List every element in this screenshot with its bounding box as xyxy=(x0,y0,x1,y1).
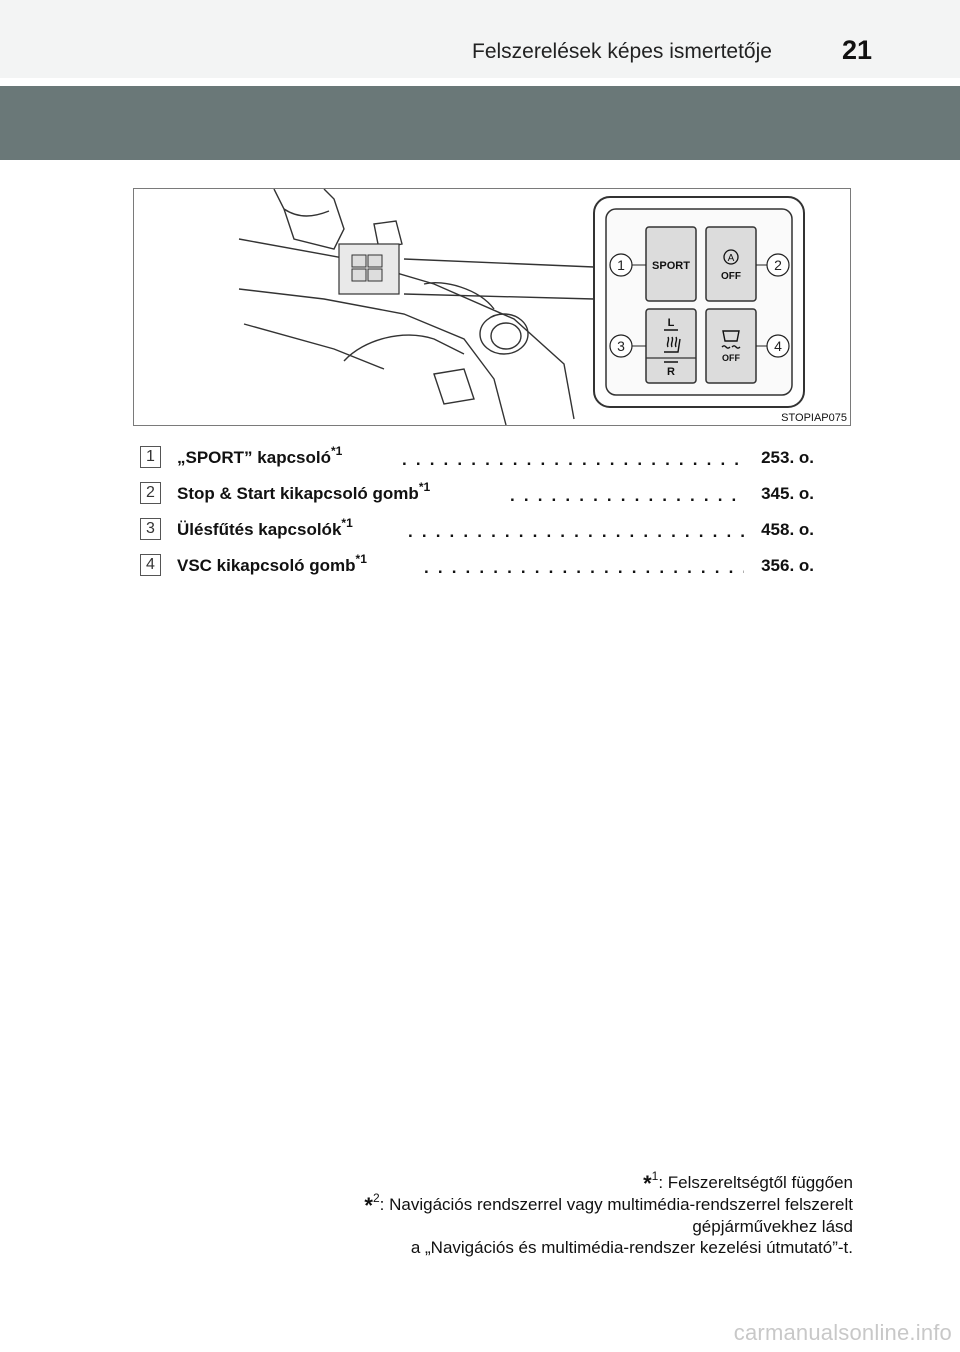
item-label[interactable]: Stop & Start kikapcsoló gomb*1 xyxy=(177,480,431,503)
vsc-slip-icon xyxy=(721,330,741,349)
shift-gate xyxy=(273,189,345,250)
seat-left-label: L xyxy=(668,317,675,329)
console-edge-line xyxy=(238,238,575,420)
footnote-1: *1: Felszereltségtől függően xyxy=(643,1169,853,1196)
leader-line-top xyxy=(403,258,595,268)
console-ridge xyxy=(423,282,495,310)
header-strip xyxy=(0,0,960,78)
mini-switch-3 xyxy=(351,268,367,282)
footnote-mark: *1 xyxy=(355,552,367,566)
footnote-mark: *1 xyxy=(418,480,431,494)
item-label[interactable]: „SPORT” kapcsoló*1 xyxy=(177,444,343,467)
item-label[interactable]: Ülésfűtés kapcsolók*1 xyxy=(177,516,353,539)
item-number: 1 xyxy=(140,446,161,468)
list-item: 1 „SPORT” kapcsoló*1 . . . . . . . . . .… xyxy=(140,444,830,480)
switch-panel-bezel xyxy=(605,208,793,396)
footnote-mark: *1 xyxy=(330,444,343,458)
watermark: carmanualsonline.info xyxy=(733,1320,952,1345)
parking-brake xyxy=(373,220,403,250)
stop-start-off-label: OFF xyxy=(721,271,741,282)
leader-line-bottom xyxy=(403,293,595,300)
item-number: 3 xyxy=(140,518,161,540)
console-curve xyxy=(343,334,465,362)
component-list: 1 „SPORT” kapcsoló*1 . . . . . . . . . .… xyxy=(140,444,830,588)
sport-switch-label: SPORT xyxy=(652,260,690,272)
item-number: 2 xyxy=(140,482,161,504)
dot-leader: . . . . . . . . . . . . . . . . . . . . … xyxy=(424,558,744,577)
sport-switch xyxy=(645,226,697,302)
callout-label-4: 4 xyxy=(774,338,782,354)
list-item: 3 Ülésfűtés kapcsolók*1 . . . . . . . . … xyxy=(140,516,830,552)
footnote-star: * xyxy=(364,1193,373,1218)
item-label[interactable]: VSC kikapcsoló gomb*1 xyxy=(177,552,367,575)
mini-switch-2 xyxy=(367,254,383,268)
seat-right-label: R xyxy=(667,366,675,378)
page-reference[interactable]: 458. o. xyxy=(761,520,814,539)
header-band xyxy=(0,86,960,160)
page-reference[interactable]: 253. o. xyxy=(761,448,814,467)
stop-start-a-symbol: A xyxy=(728,253,735,264)
console-drawing: SPORT A OFF L R OFF xyxy=(238,189,805,425)
console-lower-line xyxy=(238,288,507,425)
callout-label-1: 1 xyxy=(617,257,625,273)
cup-holder-outer xyxy=(479,313,529,355)
section-title: Felszerelések képes ismertetője xyxy=(472,40,772,63)
mini-switch-1 xyxy=(351,254,367,268)
figure-code: STOPIAP075 xyxy=(781,412,847,424)
list-item: 4 VSC kikapcsoló gomb*1 . . . . . . . . … xyxy=(140,552,830,588)
page-number: 21 xyxy=(842,35,873,65)
footnote-2-line-3: a „Navigációs és multimédia-rendszer kez… xyxy=(410,1238,853,1257)
seat-heater-icon xyxy=(664,336,681,353)
page-reference[interactable]: 345. o. xyxy=(761,484,814,503)
list-item: 2 Stop & Start kikapcsoló gomb*1 . . . .… xyxy=(140,480,830,516)
dot-leader: . . . . . . . . . . . . . . . . . . . . … xyxy=(510,486,744,505)
footnotes: *1: Felszereltségtől függően *2: Navigác… xyxy=(364,1169,853,1258)
dot-leader: . . . . . . . . . . . . . . . . . . . . … xyxy=(402,450,744,469)
stop-start-a-icon xyxy=(723,249,739,265)
callout-label-3: 3 xyxy=(617,338,625,354)
console-pocket xyxy=(433,368,475,405)
footnote-mark: *1 xyxy=(341,516,353,530)
shift-gate-inner xyxy=(283,208,330,217)
mini-switch-4 xyxy=(367,268,383,282)
footnote-2-line-2: gépjárművekhez lásd xyxy=(692,1217,853,1236)
item-number: 4 xyxy=(140,554,161,576)
footnote-2: *2: Navigációs rendszerrel vagy multiméd… xyxy=(364,1191,853,1218)
callout-label-2: 2 xyxy=(774,257,782,273)
console-illustration: SPORT A OFF L R OFF xyxy=(133,188,851,426)
vsc-off-label: OFF xyxy=(722,353,740,363)
console-floor-line xyxy=(243,323,385,370)
page-reference[interactable]: 356. o. xyxy=(761,556,814,575)
dot-leader: . . . . . . . . . . . . . . . . . . . . … xyxy=(408,522,744,541)
cup-holder-inner xyxy=(490,322,522,350)
vsc-off-button xyxy=(705,308,757,384)
footnote-star: * xyxy=(643,1171,652,1196)
